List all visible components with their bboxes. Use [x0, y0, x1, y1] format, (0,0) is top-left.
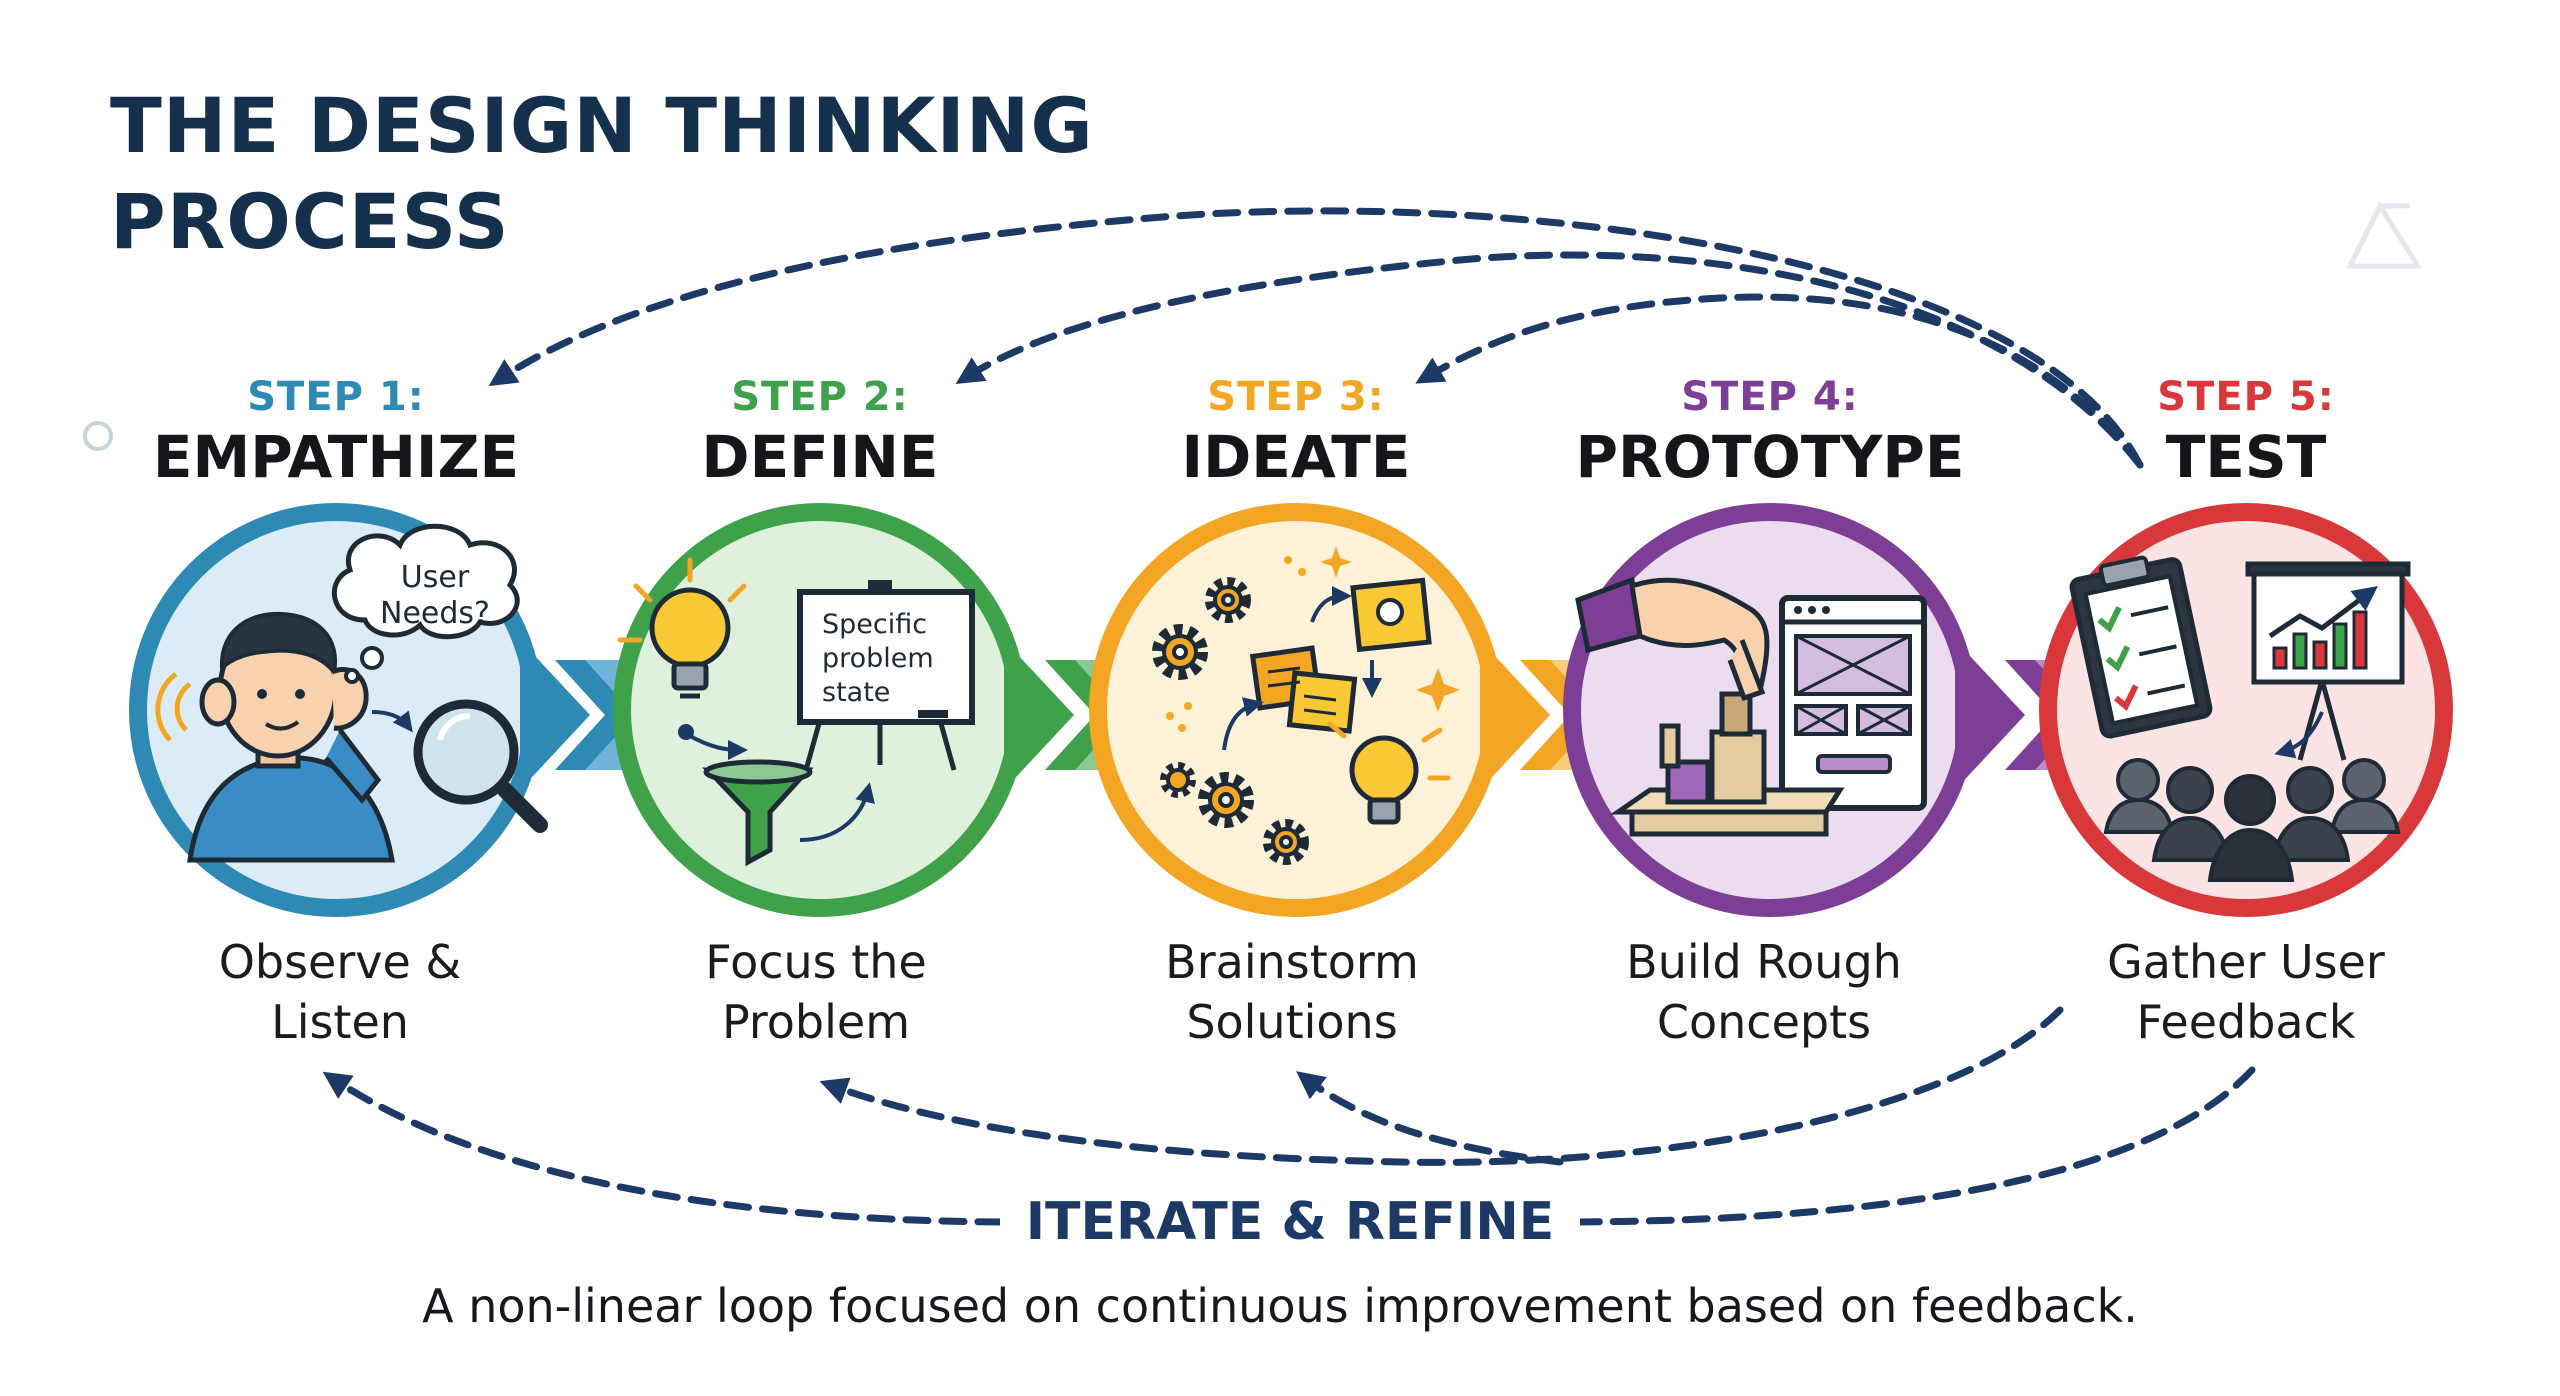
wireframe-icon [1779, 595, 1927, 811]
iterate-refine-label: ITERATE & REFINE [1000, 1190, 1580, 1254]
sticky-note-icon [1249, 577, 1432, 734]
step-5-description: Gather User Feedback [2006, 932, 2486, 1052]
thought-bubble-line-1: User [400, 560, 470, 595]
page-title-line-2: PROCESS [110, 177, 510, 266]
step-4-description-line-1: Build Rough [1626, 935, 1902, 989]
decor-triangle [2345, 200, 2423, 269]
funnel-icon [678, 724, 875, 867]
dashed-arrow-icon [488, 207, 2144, 469]
dashed-arrow-icon [819, 1006, 2064, 1166]
step-3-description: Brainstorm Solutions [1052, 932, 1532, 1052]
gear-icon [1160, 762, 1196, 798]
decor-ring [83, 421, 113, 451]
step-2-header: STEP 2: DEFINE [540, 372, 1100, 492]
step-4-label: STEP 4: [1681, 374, 1859, 420]
thought-bubble-text: User Needs? [360, 560, 510, 632]
lightbulb-icon [617, 557, 747, 699]
step-1-header: STEP 1: EMPATHIZE [56, 372, 616, 492]
whiteboard-line-1: Specific [822, 609, 928, 640]
audience-icon [2103, 758, 2401, 882]
step-4-circle [1563, 503, 2130, 917]
step-4-description: Build Rough Concepts [1524, 932, 2004, 1052]
step-1-name: EMPATHIZE [152, 423, 520, 491]
bar-chart-icon [2245, 561, 2411, 761]
step-1-description-line-2: Listen [271, 995, 409, 1049]
step-4-description-line-2: Concepts [1656, 995, 1872, 1049]
listening-person-icon [155, 611, 395, 863]
step-4-header: STEP 4: PROTOTYPE [1490, 372, 2050, 492]
step-2-description-line-1: Focus the [705, 935, 927, 989]
gear-icon [1152, 624, 1208, 680]
dashed-arrow-icon [1415, 293, 2144, 469]
dashed-arrow-icon [332, 1070, 2256, 1226]
whiteboard-line-2: problem [822, 643, 934, 674]
step-5-circle [2039, 503, 2453, 917]
step-3-header: STEP 3: IDEATE [1016, 372, 1576, 492]
step-3-description-line-1: Brainstorm [1165, 935, 1419, 989]
step-2-name: DEFINE [701, 423, 939, 491]
blocks-icon [1609, 691, 1845, 837]
step-3-circle [1089, 503, 1645, 917]
bottom-loop-arrows [332, 1006, 2256, 1226]
gear-icon [1263, 819, 1309, 865]
whiteboard-icon [797, 580, 975, 771]
tagline: A non-linear loop focused on continuous … [422, 1279, 2138, 1333]
step-2-label: STEP 2: [731, 374, 909, 420]
step-4-name: PROTOTYPE [1575, 423, 1965, 491]
magnifier-icon [371, 699, 548, 833]
dashed-arrow-icon [1296, 1071, 1564, 1166]
step-3-description-line-2: Solutions [1186, 995, 1398, 1049]
step-3-name: IDEATE [1181, 423, 1411, 491]
step-2-circle [613, 503, 1170, 917]
whiteboard-line-3: state [822, 677, 891, 708]
clipboard-checklist-icon [2069, 555, 2213, 739]
step-5-name: TEST [2165, 423, 2327, 491]
step-5-description-line-2: Feedback [2136, 995, 2356, 1049]
step-1-description: Observe & Listen [100, 932, 580, 1052]
step-5-label: STEP 5: [2157, 374, 2335, 420]
whiteboard-text: Specific problem state [812, 608, 972, 710]
hand-icon [1575, 576, 1770, 702]
step-1-label: STEP 1: [247, 374, 425, 420]
step-5-header: STEP 5: TEST [1966, 372, 2526, 492]
gear-icon [1198, 772, 1254, 828]
step-1-description-line-1: Observe & [218, 935, 462, 989]
page-title: THE DESIGN THINKING PROCESS [110, 78, 1094, 270]
page-title-line-1: THE DESIGN THINKING [110, 81, 1094, 170]
gear-icon [1205, 577, 1251, 623]
step-2-description-line-2: Problem [721, 995, 911, 1049]
thought-bubble-icon [332, 523, 520, 684]
step-3-label: STEP 3: [1207, 374, 1385, 420]
top-loop-arrows [488, 207, 2144, 469]
lightbulb-icon [1327, 721, 1451, 825]
step-5-description-line-1: Gather User [2107, 935, 2385, 989]
thought-bubble-line-2: Needs? [380, 596, 490, 631]
step-2-description: Focus the Problem [576, 932, 1056, 1052]
